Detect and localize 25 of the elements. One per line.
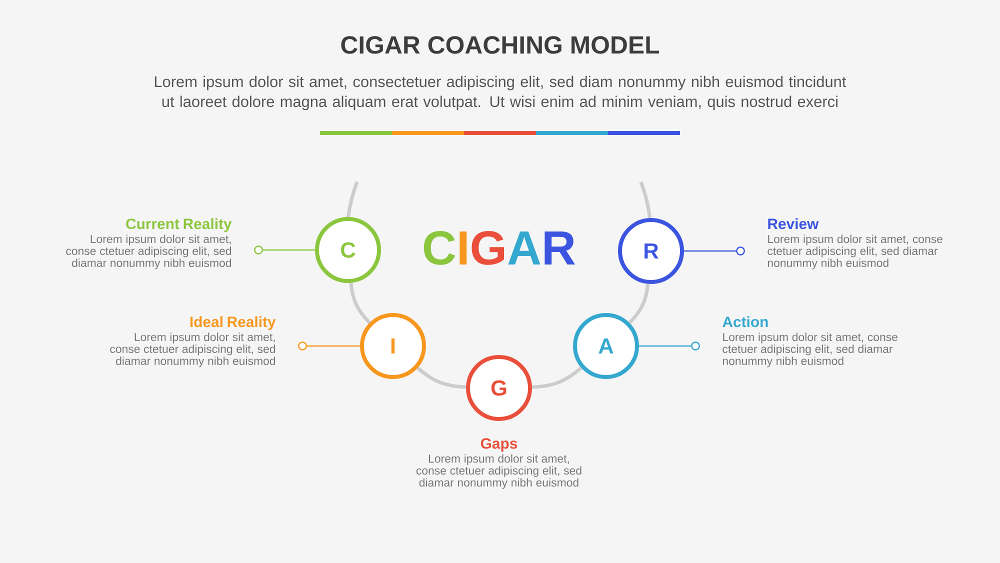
heading: Current Reality [126,218,232,232]
heading: Ideal Reality [190,316,276,330]
acronym-letter: I [460,232,467,264]
heading: Review [768,218,819,230]
description: Lorem ipsum dolor sit amet, conse ctetuer adipiscing elit, sed diamar nonummy nibh euismod [722,332,898,368]
heading: Gaps [480,438,518,452]
heading: Action [722,316,768,328]
acronym-letter: G [472,231,504,265]
description: Lorem ipsum dolor sit amet, conse ctetuer adipiscing elit, sed diamar nonummy nibh euismod [768,234,942,270]
subtitle: Lorem ipsum dolor sit amet, consectetuer adipiscing elit, sed diam nonummy nibh euismod tincidunt ut laoreet dolore magna aliquam erat volutpat. Ut wisi enim ad minim veniam, quis nostrud exerci [154,76,846,110]
arc-segment [416,366,466,389]
description: Lorem ipsum dolor sit amet, conse ctetuer adipiscing elit, sed diamar nonummy nibh euismod [110,332,276,368]
acronym-letter: R [544,232,576,264]
leader-line [254,245,315,254]
arc-segment [532,366,582,389]
arc-segment [349,282,371,324]
acronym-letter: A [508,232,540,264]
leader-line [639,341,700,350]
title: CIGAR COACHING MODEL [341,36,660,54]
leader-line [684,246,745,256]
acronym-letter: C [424,231,456,265]
description: Lorem ipsum dolor sit amet, conse ctetuer adipiscing elit, sed diamar nonummy nibh euismod [66,234,232,270]
arc-segment [628,284,650,324]
description: Lorem ipsum dolor sit amet, conse ctetuer adipiscing elit, sed diamar nonummy nibh euismod [416,454,582,489]
leader-line [298,341,360,350]
